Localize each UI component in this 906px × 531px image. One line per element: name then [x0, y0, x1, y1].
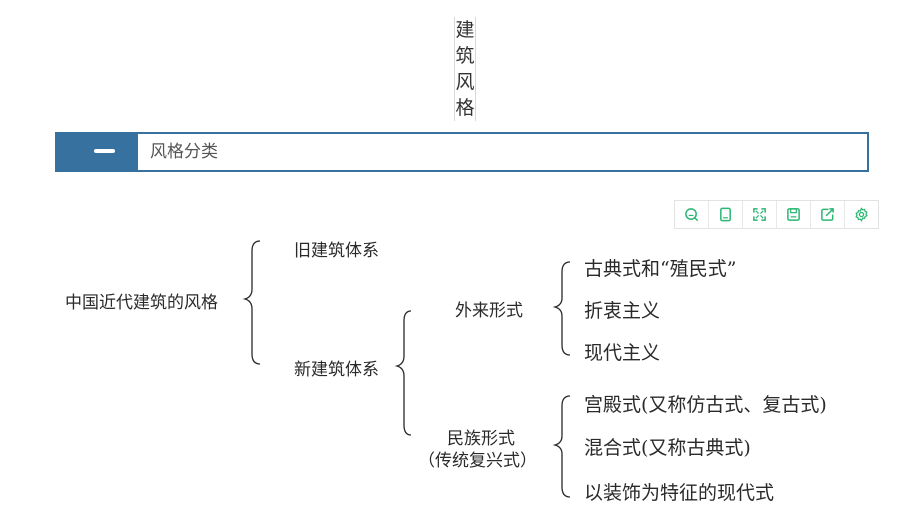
foreign-form-node: 外来形式	[455, 301, 523, 321]
root-node: 中国近代建筑的风格	[65, 293, 218, 313]
collapse-button[interactable]	[57, 134, 138, 170]
category-title: 风格分类	[150, 142, 218, 162]
settings-button[interactable]	[845, 201, 878, 228]
new-system-node: 新建筑体系	[294, 360, 379, 380]
copy-icon	[720, 207, 731, 222]
copy-button[interactable]	[709, 201, 743, 228]
brace-new-system	[394, 310, 412, 436]
style-leaf: 古典式和“殖民式”	[584, 258, 737, 280]
brace-foreign-form	[552, 261, 571, 356]
title-char: 建	[455, 19, 475, 41]
fullscreen-icon	[753, 208, 766, 221]
style-leaf: 混合式(又称古典式)	[584, 437, 751, 459]
title-char: 风	[455, 71, 475, 93]
style-leaf: 以装饰为特征的现代式	[584, 482, 775, 504]
style-leaf: 宫殿式(又称仿古式、复古式)	[584, 394, 827, 416]
style-leaf: 现代主义	[584, 342, 661, 364]
brace-national-form	[552, 395, 571, 498]
brace-root	[242, 240, 261, 365]
save-button[interactable]	[777, 201, 811, 228]
category-header: 风格分类	[55, 132, 869, 172]
page-title: 建 筑 风 格	[454, 17, 476, 121]
minus-icon	[94, 149, 115, 153]
national-form-subtitle: （传统复兴式）	[418, 451, 537, 471]
share-button[interactable]	[811, 201, 845, 228]
share-icon	[821, 208, 834, 221]
zoom-icon	[685, 208, 699, 222]
settings-icon	[855, 207, 868, 222]
diagram-toolbar	[674, 200, 879, 229]
national-form-node: 民族形式	[447, 429, 515, 449]
fullscreen-button[interactable]	[743, 201, 777, 228]
save-icon	[787, 208, 800, 221]
zoom-button[interactable]	[675, 201, 709, 228]
old-system-node: 旧建筑体系	[294, 241, 379, 261]
title-char: 筑	[455, 45, 475, 67]
style-leaf: 折衷主义	[584, 300, 661, 322]
title-char: 格	[455, 97, 475, 119]
